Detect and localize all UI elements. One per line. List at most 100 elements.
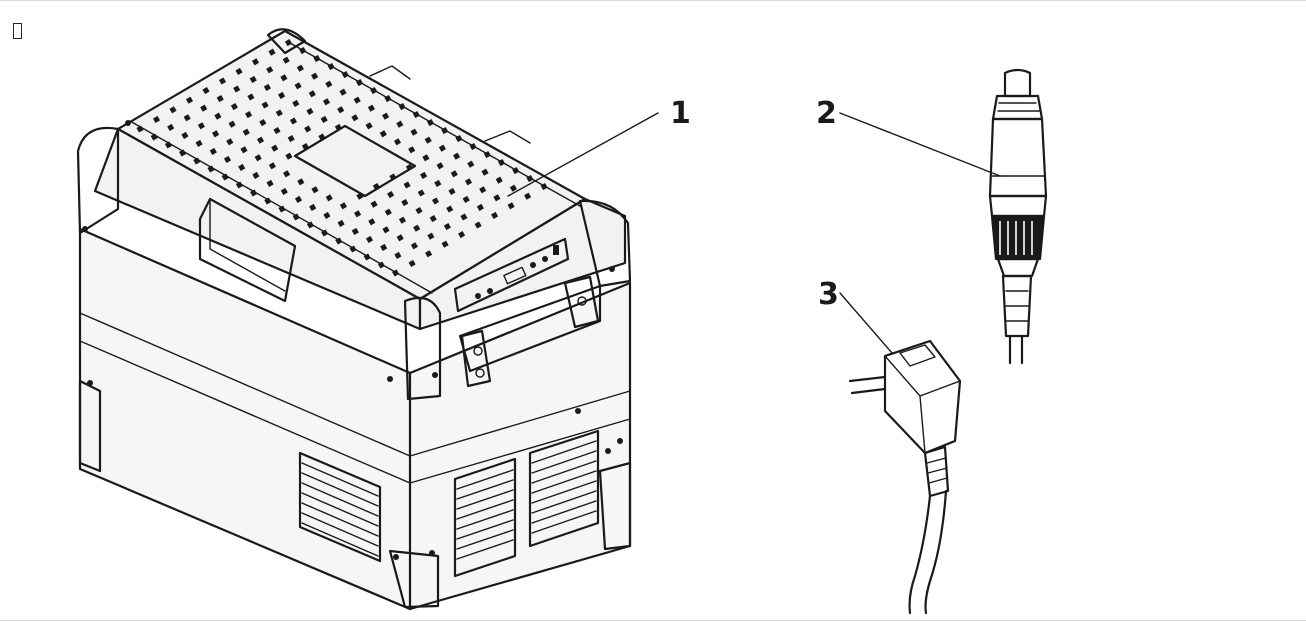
- lid-dot: [202, 87, 210, 95]
- lid-dot: [304, 125, 312, 133]
- lid-dot: [306, 221, 314, 229]
- lid-dot: [195, 139, 203, 147]
- lid-dot: [261, 101, 269, 109]
- lid-dot: [464, 178, 473, 186]
- lid-dot: [450, 170, 458, 178]
- lid-dot: [264, 197, 272, 205]
- lid-dot: [387, 191, 395, 199]
- lid-dot: [337, 106, 345, 114]
- lid-dot: [185, 96, 194, 104]
- lid-dot: [524, 192, 532, 200]
- lid-dot: [284, 39, 293, 47]
- lid-dot: [207, 165, 215, 173]
- lid-dot: [292, 99, 300, 107]
- lid-dot: [251, 58, 260, 66]
- lid-dot: [415, 207, 423, 215]
- lid-dot: [394, 251, 402, 259]
- lid-dot: [453, 152, 461, 160]
- lid-dot: [273, 127, 281, 135]
- lid-dot: [512, 167, 520, 175]
- lid-dot: [275, 109, 283, 117]
- lid-dot: [392, 269, 400, 277]
- lid-dot: [294, 82, 302, 90]
- lid-dot: [334, 123, 342, 131]
- lid-dot: [426, 119, 435, 127]
- lid-dot: [292, 213, 300, 221]
- lid-dot: [278, 91, 286, 99]
- lid-dot: [235, 181, 243, 189]
- lid-dot: [209, 147, 217, 155]
- lid-dot: [136, 125, 144, 133]
- lid-dot: [256, 136, 265, 144]
- leader-line-3: [839, 292, 893, 354]
- lid-dot: [297, 178, 305, 186]
- callout-3: 3: [818, 277, 893, 354]
- lid-dot: [242, 128, 250, 136]
- lid-dot: [250, 189, 258, 197]
- lid-dot: [479, 186, 487, 194]
- lid-dot: [460, 213, 468, 221]
- lid-dot: [296, 64, 304, 72]
- lid-dot: [458, 231, 466, 239]
- lid-dot: [455, 135, 463, 143]
- lid-dot: [200, 104, 208, 112]
- lid-dot: [271, 144, 279, 152]
- lid-dot: [321, 229, 329, 237]
- lid-dot: [365, 235, 374, 243]
- missing-glyph-box-icon: [13, 23, 22, 39]
- lid-dot: [218, 77, 227, 85]
- lid-dot: [280, 187, 288, 195]
- lid-dot: [507, 202, 515, 210]
- lid-dot: [377, 261, 385, 269]
- lid-dot: [354, 210, 362, 218]
- lid-dot: [367, 104, 375, 112]
- lid-dot: [252, 171, 260, 179]
- lid-dot: [351, 114, 359, 122]
- lid-dot: [214, 112, 222, 120]
- lid-dot: [193, 157, 201, 165]
- lid-dot: [263, 83, 271, 91]
- lid-dot: [446, 205, 454, 213]
- callout-1: 1: [507, 96, 691, 197]
- lid-dot: [424, 136, 432, 144]
- lid-dot: [410, 242, 418, 250]
- lid-dot: [382, 112, 390, 120]
- lid-dot: [365, 122, 373, 130]
- leader-line-1: [507, 112, 659, 197]
- lid-dot: [268, 48, 276, 56]
- lid-dot: [266, 179, 274, 187]
- lid-dot: [401, 199, 409, 207]
- ac-mains-plug-illustration: [848, 339, 962, 615]
- lid-dot: [311, 72, 319, 80]
- lid-dot: [467, 160, 475, 168]
- lid-dot: [420, 171, 428, 179]
- lid-dot: [379, 130, 387, 138]
- lid-dot: [339, 88, 347, 96]
- lid-dot: [152, 115, 161, 123]
- lid-dot: [382, 226, 390, 234]
- lid-dot: [280, 74, 288, 82]
- lid-dot: [408, 146, 416, 154]
- lid-dot-pattern: [136, 39, 548, 277]
- lid-dot: [289, 117, 298, 125]
- lid-dot: [323, 211, 331, 219]
- lid-dot: [368, 218, 376, 226]
- lid-dot: [405, 163, 413, 171]
- lid-dot: [197, 122, 205, 130]
- lid-dot: [431, 197, 440, 205]
- lid-dot: [228, 120, 236, 128]
- lid-dot: [422, 154, 430, 162]
- lid-dot: [266, 66, 274, 74]
- leader-line-2: [839, 112, 1001, 177]
- lid-dot: [448, 187, 456, 195]
- lid-dot: [325, 80, 333, 88]
- lid-dot: [540, 183, 548, 191]
- callout-2: 2: [816, 96, 1001, 177]
- lid-dot: [299, 47, 307, 55]
- lid-dot: [462, 195, 470, 203]
- lid-dot: [398, 103, 406, 111]
- lid-dot: [356, 192, 364, 200]
- lid-dot: [526, 175, 534, 183]
- lid-dot: [372, 183, 380, 191]
- lid-dot: [283, 170, 291, 178]
